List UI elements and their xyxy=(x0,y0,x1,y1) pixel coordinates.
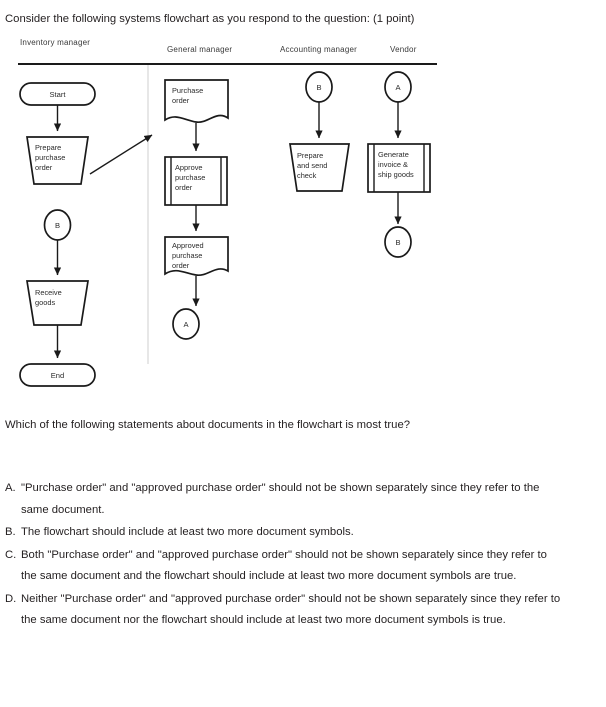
systems-flowchart: Inventory manager General manager Accoun… xyxy=(0,34,606,409)
node-purchase-order-line1: Purchase xyxy=(172,86,203,95)
answer-option-d-letter: D. xyxy=(5,592,17,605)
node-approved-purchase-order-document xyxy=(164,236,229,276)
node-connector-b-vendor xyxy=(384,226,412,258)
node-prepare-purchase-order-line1: Prepare xyxy=(35,143,61,152)
node-connector-a-general xyxy=(172,308,200,340)
node-approved-purchase-order-line2: purchase xyxy=(172,251,202,260)
node-approve-purchase-order xyxy=(164,156,228,206)
node-prepare-purchase-order-line2: purchase xyxy=(35,153,65,162)
node-prepare-and-send-check-line1: Prepare xyxy=(297,151,323,160)
answer-option-d[interactable]: D. Neither "Purchase order" and "approve… xyxy=(5,589,565,632)
node-connector-b-accounting-label: B xyxy=(316,83,321,92)
node-approved-purchase-order-line1: Approved xyxy=(172,241,204,250)
node-prepare-and-send-check xyxy=(289,143,350,192)
node-prepare-and-send-check-line2: and send xyxy=(297,161,327,170)
node-generate-invoice-ship-goods-line1: Generate xyxy=(378,150,409,159)
answer-option-a-text: "Purchase order" and "approved purchase … xyxy=(21,482,540,516)
answer-option-c[interactable]: C. Both "Purchase order" and "approved p… xyxy=(5,545,565,588)
node-approve-purchase-order-line1: Approve xyxy=(175,163,203,172)
answer-option-a[interactable]: A. "Purchase order" and "approved purcha… xyxy=(5,478,565,521)
node-approve-purchase-order-line3: order xyxy=(175,183,193,192)
node-approve-purchase-order-line2: purchase xyxy=(175,173,205,182)
answer-option-b-text: The flowchart should include at least tw… xyxy=(21,526,354,538)
node-start-label: Start xyxy=(49,90,66,99)
arrow-prepare-po-to-purchase-order xyxy=(89,134,153,175)
node-generate-invoice-ship-goods xyxy=(367,143,431,193)
node-approved-purchase-order-line3: order xyxy=(172,261,190,270)
answer-option-a-letter: A. xyxy=(5,482,16,494)
answer-option-d-text: Neither "Purchase order" and "approved p… xyxy=(21,592,561,627)
flowchart-column-header-inventory-manager: Inventory manager xyxy=(20,38,91,47)
question-text: Which of the following statements about … xyxy=(5,419,411,431)
node-connector-b-inventory-label: B xyxy=(55,221,60,230)
node-connector-a-vendor-label: A xyxy=(395,83,401,92)
node-purchase-order-line2: order xyxy=(172,96,190,105)
node-receive-goods-line2: goods xyxy=(35,298,55,307)
page-title: Consider the following systems flowchart… xyxy=(5,13,415,25)
node-receive-goods xyxy=(26,280,89,326)
flowchart-canvas: Start Prepare purchase order B Receive g… xyxy=(18,63,437,387)
node-connector-b-vendor-label: B xyxy=(395,238,400,247)
node-end xyxy=(19,363,96,387)
flowchart-column-header-general-manager: General manager xyxy=(167,45,233,54)
answer-option-b[interactable]: B. The flowchart should include at least… xyxy=(5,522,565,544)
flowchart-column-header-accounting-manager: Accounting manager xyxy=(280,45,357,54)
flowchart-column-header-vendor: Vendor xyxy=(390,45,417,54)
answer-options-list: A. "Purchase order" and "approved purcha… xyxy=(5,478,565,633)
node-generate-invoice-ship-goods-line2: invoice & xyxy=(378,160,408,169)
node-prepare-and-send-check-line3: check xyxy=(297,171,317,180)
node-prepare-purchase-order xyxy=(26,136,89,185)
node-connector-a-general-label: A xyxy=(183,320,189,329)
node-end-label: End xyxy=(51,371,65,380)
node-generate-invoice-ship-goods-line3: ship goods xyxy=(378,170,414,179)
answer-option-c-letter: C. xyxy=(5,548,17,561)
answer-option-b-letter: B. xyxy=(5,526,16,538)
node-prepare-purchase-order-line3: order xyxy=(35,163,53,172)
node-purchase-order-document xyxy=(164,79,229,123)
node-receive-goods-line1: Receive xyxy=(35,288,62,297)
answer-option-c-text: Both "Purchase order" and "approved purc… xyxy=(21,548,547,583)
